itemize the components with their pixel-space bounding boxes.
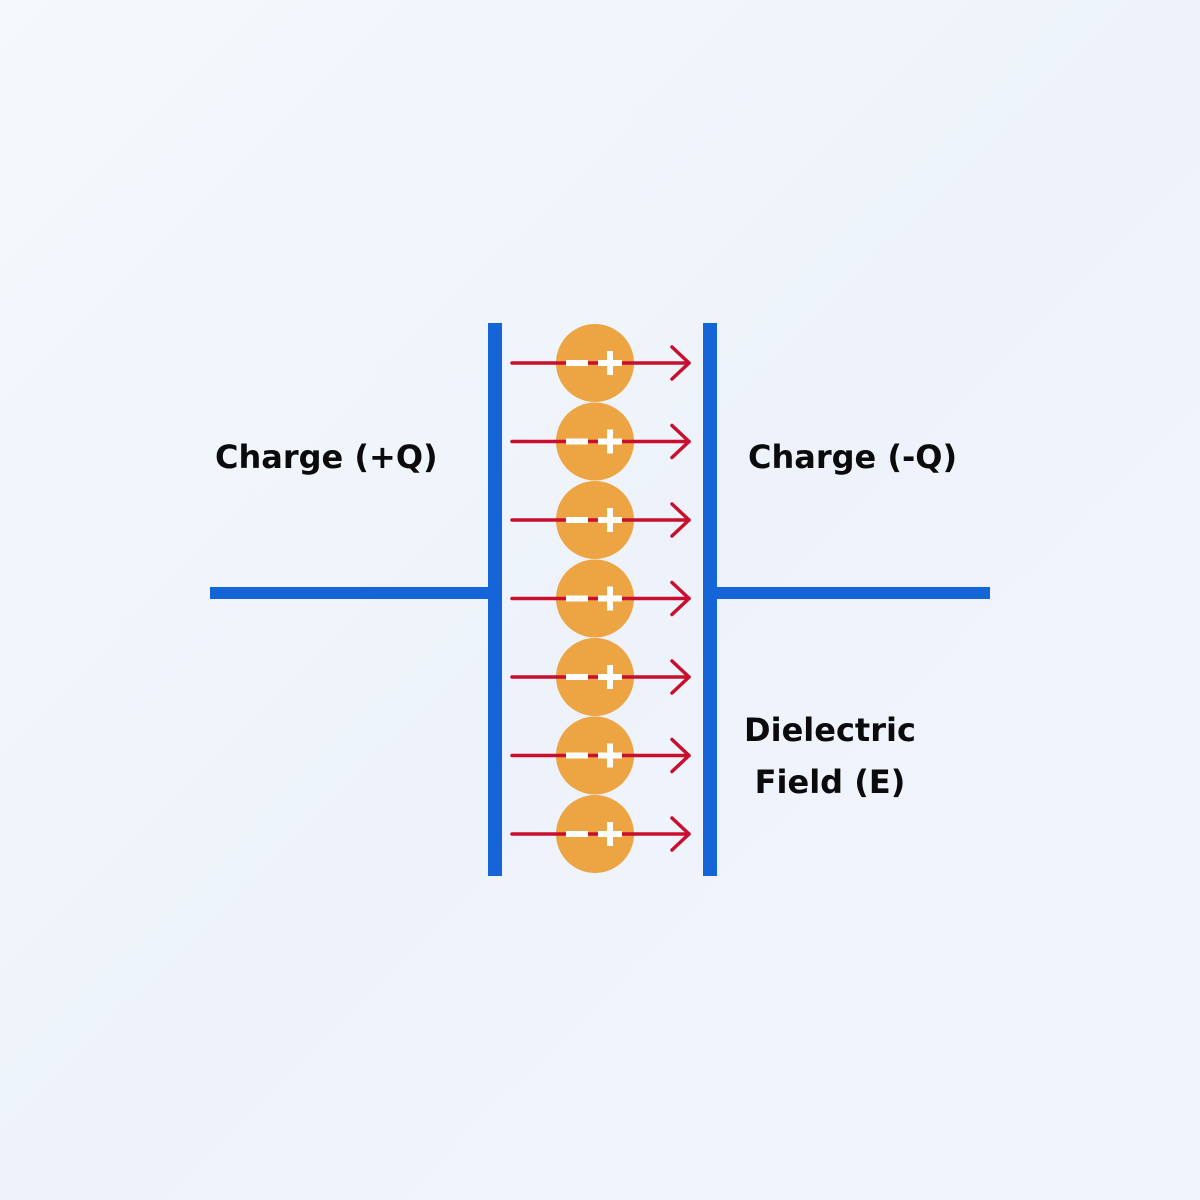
plus-sign-icon xyxy=(607,351,613,375)
minus-sign-icon xyxy=(566,360,588,366)
dipole-row xyxy=(510,638,691,716)
field-arrow-head xyxy=(670,816,691,852)
plus-sign-icon xyxy=(607,429,613,454)
dielectric-field-label-line1: Dielectric xyxy=(744,711,916,749)
dipole-row xyxy=(510,559,691,638)
plus-sign-icon xyxy=(607,586,613,611)
minus-sign-icon xyxy=(566,595,588,602)
dipole-row xyxy=(510,481,691,559)
dipole-row xyxy=(510,716,691,795)
dipole-row xyxy=(510,795,691,873)
field-arrow-head xyxy=(670,659,691,695)
negative-charge-label: Charge (-Q) xyxy=(748,438,958,476)
field-arrow-head xyxy=(670,737,691,774)
plus-sign-icon xyxy=(607,508,613,532)
dipole-row xyxy=(510,324,691,402)
plus-sign-icon xyxy=(607,743,613,768)
plus-sign-icon xyxy=(607,822,613,846)
minus-sign-icon xyxy=(566,438,588,445)
field-arrow-head xyxy=(670,502,691,538)
minus-sign-icon xyxy=(566,831,588,837)
dipole-row xyxy=(510,402,691,481)
dipole-layer xyxy=(510,324,691,873)
field-arrow-head xyxy=(670,580,691,617)
dielectric-field-label-line2: Field (E) xyxy=(754,763,906,801)
positive-charge-label: Charge (+Q) xyxy=(215,438,438,476)
field-arrow-head xyxy=(670,423,691,460)
negative-plate xyxy=(703,323,717,876)
dielectric-field-label: Dielectric Field (E) xyxy=(730,704,930,808)
positive-plate xyxy=(488,323,502,876)
plus-sign-icon xyxy=(607,665,613,689)
minus-sign-icon xyxy=(566,517,588,523)
minus-sign-icon xyxy=(566,752,588,759)
field-arrow-head xyxy=(670,345,691,381)
minus-sign-icon xyxy=(566,674,588,680)
